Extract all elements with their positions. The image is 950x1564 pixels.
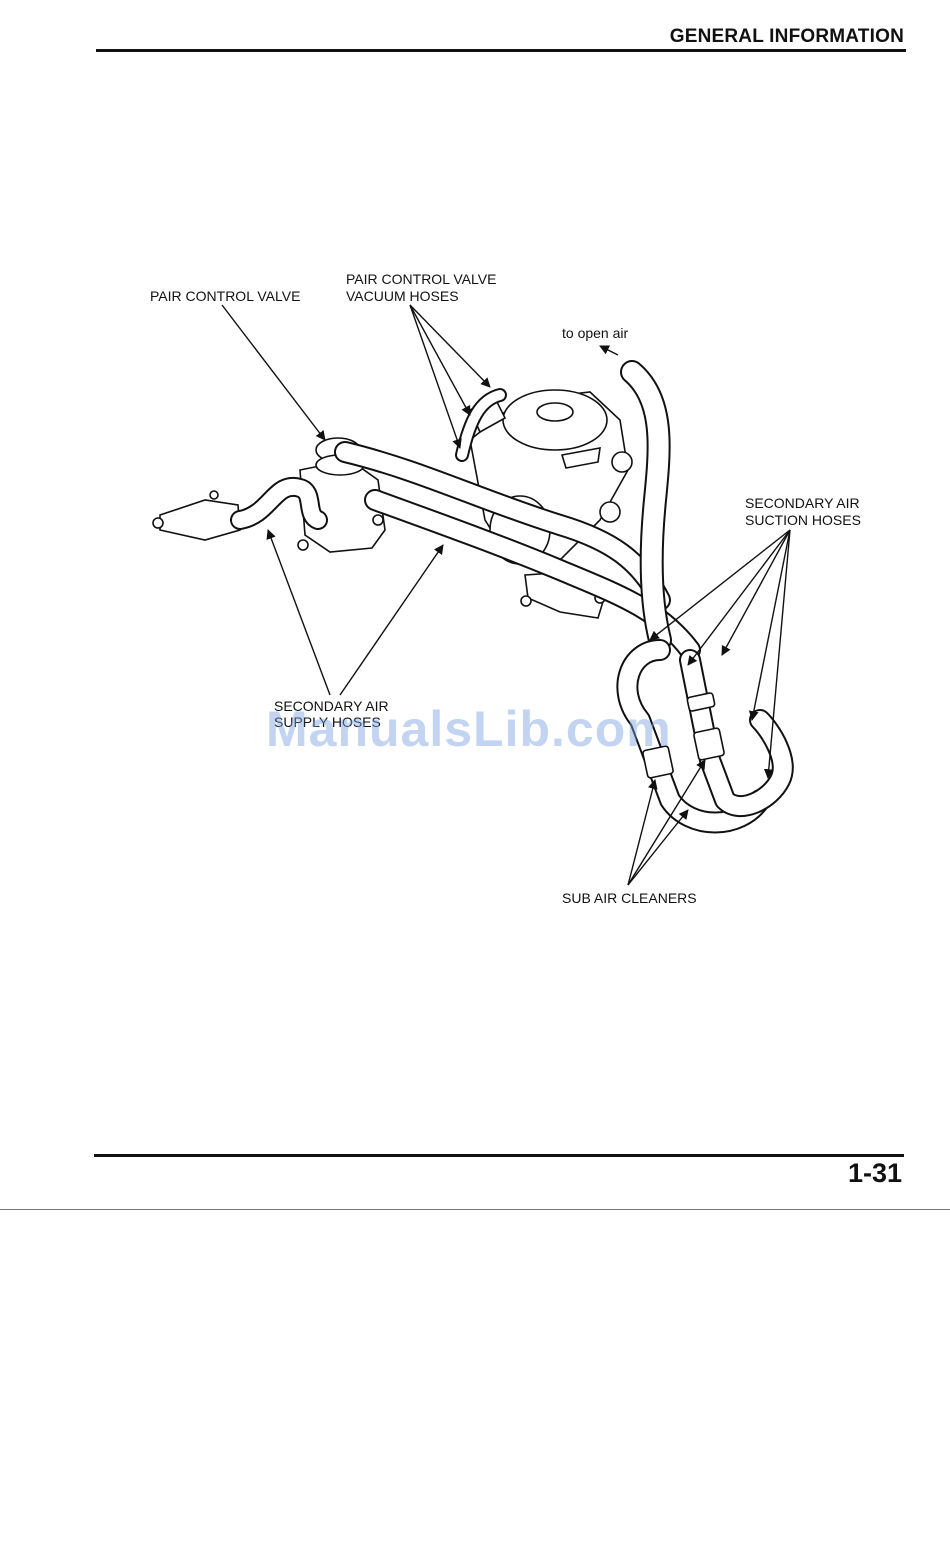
label-vacuum-hoses-line1: PAIR CONTROL VALVE — [346, 271, 496, 288]
left-reed-bracket — [153, 491, 240, 540]
label-vacuum-hoses-line2: VACUUM HOSES — [346, 288, 459, 305]
page-number: 1-31 — [848, 1158, 902, 1189]
label-pair-control-valve: PAIR CONTROL VALVE — [150, 288, 300, 305]
label-sub-air-cleaners: SUB AIR CLEANERS — [562, 890, 697, 907]
label-to-open-air: to open air — [562, 325, 628, 342]
footer-rule — [94, 1154, 904, 1157]
watermark: ManualsLib.com — [266, 700, 672, 758]
label-suction-hoses-line1: SECONDARY AIR — [745, 495, 860, 512]
page-bottom-edge — [0, 1209, 950, 1210]
label-suction-hoses-line2: SUCTION HOSES — [745, 512, 861, 529]
left-hose-loop — [240, 487, 318, 520]
